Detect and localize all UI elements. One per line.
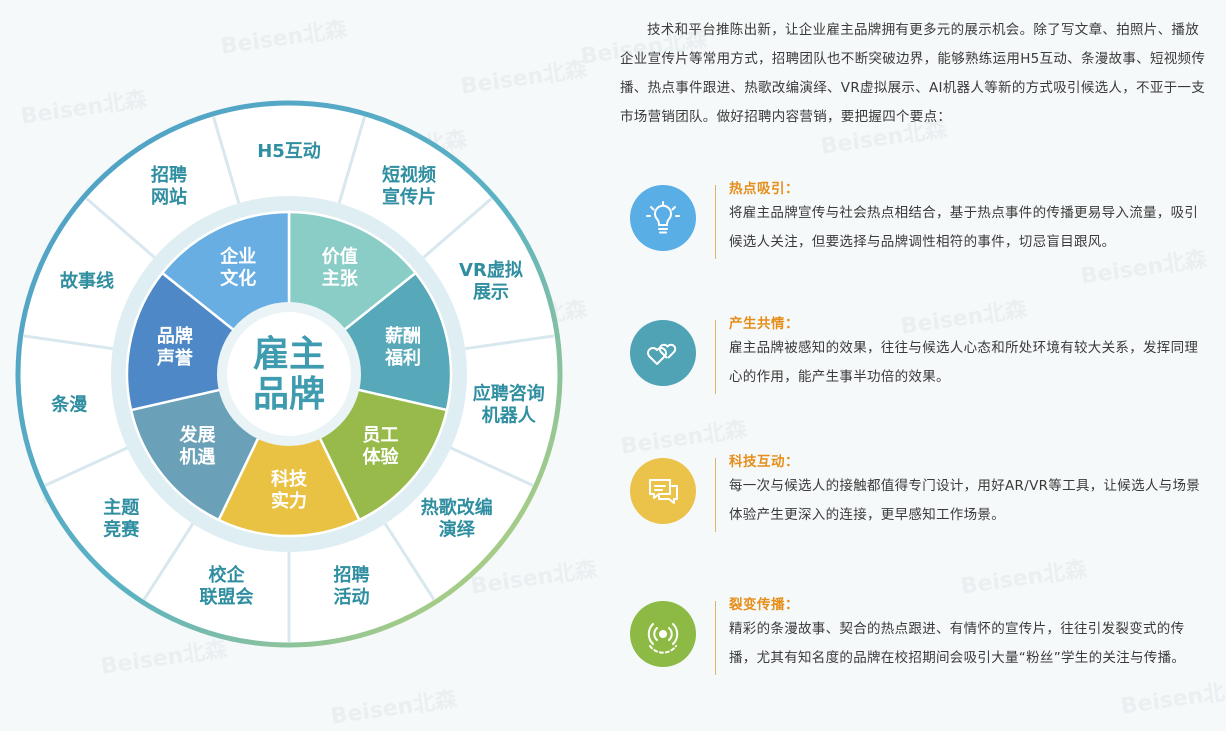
outer-divider: [457, 334, 555, 352]
inner-label-line-1: 发展: [179, 424, 217, 446]
outer-label-line-2: 竞赛: [103, 518, 140, 540]
outer-label-line-1: 热歌改编: [421, 496, 493, 518]
inner-label-line-1: 员工: [362, 425, 398, 446]
outer-label-line-1: 主题: [103, 496, 140, 518]
point-viral-spread: 裂变传播： 精彩的条漫故事、契合的热点跟进、有情怀的宣传片，往往引发裂变式的传播…: [630, 597, 1210, 675]
outer-divider: [142, 516, 199, 601]
center-label-line-1: 雇主: [253, 334, 325, 375]
point-hotspot: 热点吸引： 将雇主品牌宣传与社会热点相结合，基于热点事件的传播更易导入流量，吸引…: [630, 181, 1210, 259]
broadcast-icon: [647, 623, 679, 654]
point-title: 裂变传播：: [729, 597, 799, 613]
outer-segment-label: 故事线: [60, 270, 114, 292]
outer-label-line-2: 机器人: [482, 406, 537, 427]
employer-brand-wheel: H5互动短视频宣传片VR虚拟展示应聘咨询机器人热歌改编演绎招聘活动校企联盟会主题…: [15, 100, 563, 648]
point-description: 每一次与候选人的接触都值得专门设计，用好AR/VR等工具，让候选人与场景体验产生…: [729, 478, 1201, 523]
watermark-text: Beisen北森: [1119, 677, 1226, 720]
center-circle: [227, 312, 351, 436]
inner-label-line-2: 声誉: [156, 347, 194, 369]
outer-labels: H5互动短视频宣传片VR虚拟展示应聘咨询机器人热歌改编演绎招聘活动校企联盟会主题…: [50, 141, 544, 608]
outer-label-line-2: 演绎: [439, 518, 476, 540]
point-viral-badge: [630, 601, 696, 667]
outer-divider: [335, 116, 366, 212]
outer-label-line-2: 宣传片: [382, 186, 436, 208]
outer-divider: [23, 334, 121, 352]
point-title: 热点吸引：: [729, 181, 799, 197]
point-tech-interaction: 科技互动： 每一次与候选人的接触都值得专门设计，用好AR/VR等工具，让候选人与…: [630, 454, 1210, 532]
inner-label-line-1: 科技: [271, 468, 308, 490]
inner-label-line-2: 文化: [220, 268, 256, 290]
inner-label-line-1: 薪酬: [385, 325, 421, 347]
point-description: 精彩的条漫故事、契合的热点跟进、有情怀的宣传片，往往引发裂变式的传播，尤其有知名…: [729, 621, 1186, 666]
outer-divider: [85, 197, 162, 264]
outer-label-line-1: 短视频: [382, 164, 436, 186]
inner-label-line-2: 机遇: [180, 447, 216, 468]
outer-segment-label: 条漫: [50, 394, 88, 416]
inner-label-line-1: 品牌: [157, 325, 193, 347]
outer-divider: [379, 516, 436, 601]
outer-label-line-1: 条漫: [50, 394, 88, 416]
inner-label-line-1: 企业: [219, 246, 256, 268]
point-tech-badge: [630, 458, 696, 524]
point-title: 科技互动：: [729, 454, 799, 470]
outer-segment-label: VR虚拟展示: [459, 259, 523, 303]
outer-label-line-1: 招聘: [151, 164, 187, 186]
outer-divider: [416, 197, 493, 264]
outer-divider: [44, 443, 135, 487]
outer-label-line-1: 招聘: [334, 564, 370, 586]
outer-divider: [443, 443, 534, 487]
point-title: 产生共情：: [729, 316, 799, 332]
point-divider: [715, 601, 716, 675]
inner-wedges: [125, 210, 453, 538]
inner-label-line-1: 价值: [322, 246, 358, 268]
inner-label-line-2: 福利: [384, 347, 421, 369]
point-hotspot-badge: [630, 185, 696, 251]
point-empathy: 产生共情： 雇主品牌被感知的效果，往往与候选人心态和所处环境有较大关系，发挥同理…: [630, 316, 1210, 394]
point-description: 将雇主品牌宣传与社会热点相结合，基于热点事件的传播更易导入流量，吸引候选人关注，…: [729, 205, 1199, 250]
inner-label-line-2: 实力: [271, 490, 307, 512]
outer-label-line-2: 联盟会: [199, 586, 253, 608]
outer-label-line-2: 网站: [151, 186, 187, 208]
outer-segment-label: H5互动: [257, 141, 321, 162]
outer-label-line-1: H5互动: [257, 141, 321, 162]
point-divider: [715, 185, 716, 259]
hearts-icon: [647, 343, 677, 365]
outer-divider: [212, 116, 243, 212]
point-description: 雇主品牌被感知的效果，往往与候选人心态和所处环境有较大关系，发挥同理心的作用，能…: [729, 340, 1199, 385]
outer-label-line-2: 活动: [334, 586, 370, 608]
outer-label-line-1: 校企: [208, 564, 245, 586]
outer-label-line-1: 应聘咨询: [473, 383, 545, 405]
inner-label-line-2: 体验: [362, 446, 399, 468]
outer-label-line-1: 故事线: [60, 270, 114, 292]
inner-label-line-2: 主张: [322, 268, 359, 290]
watermark-text: Beisen北森: [959, 557, 1089, 600]
outer-label-line-1: VR虚拟: [459, 259, 523, 281]
point-empathy-badge: [630, 320, 696, 386]
outer-dividers: [23, 116, 555, 642]
center-label-line-2: 品牌: [253, 374, 325, 415]
point-divider: [715, 458, 716, 532]
outer-label-line-2: 展示: [473, 282, 509, 303]
point-divider: [715, 320, 716, 394]
intro-paragraph: 技术和平台推陈出新，让企业雇主品牌拥有更多元的展示机会。除了写文章、拍照片、播放…: [620, 22, 1206, 125]
chat-bubbles-icon: [649, 479, 678, 504]
outer-segment-label: 热歌改编演绎: [421, 496, 493, 540]
lightbulb-icon: [646, 201, 680, 234]
